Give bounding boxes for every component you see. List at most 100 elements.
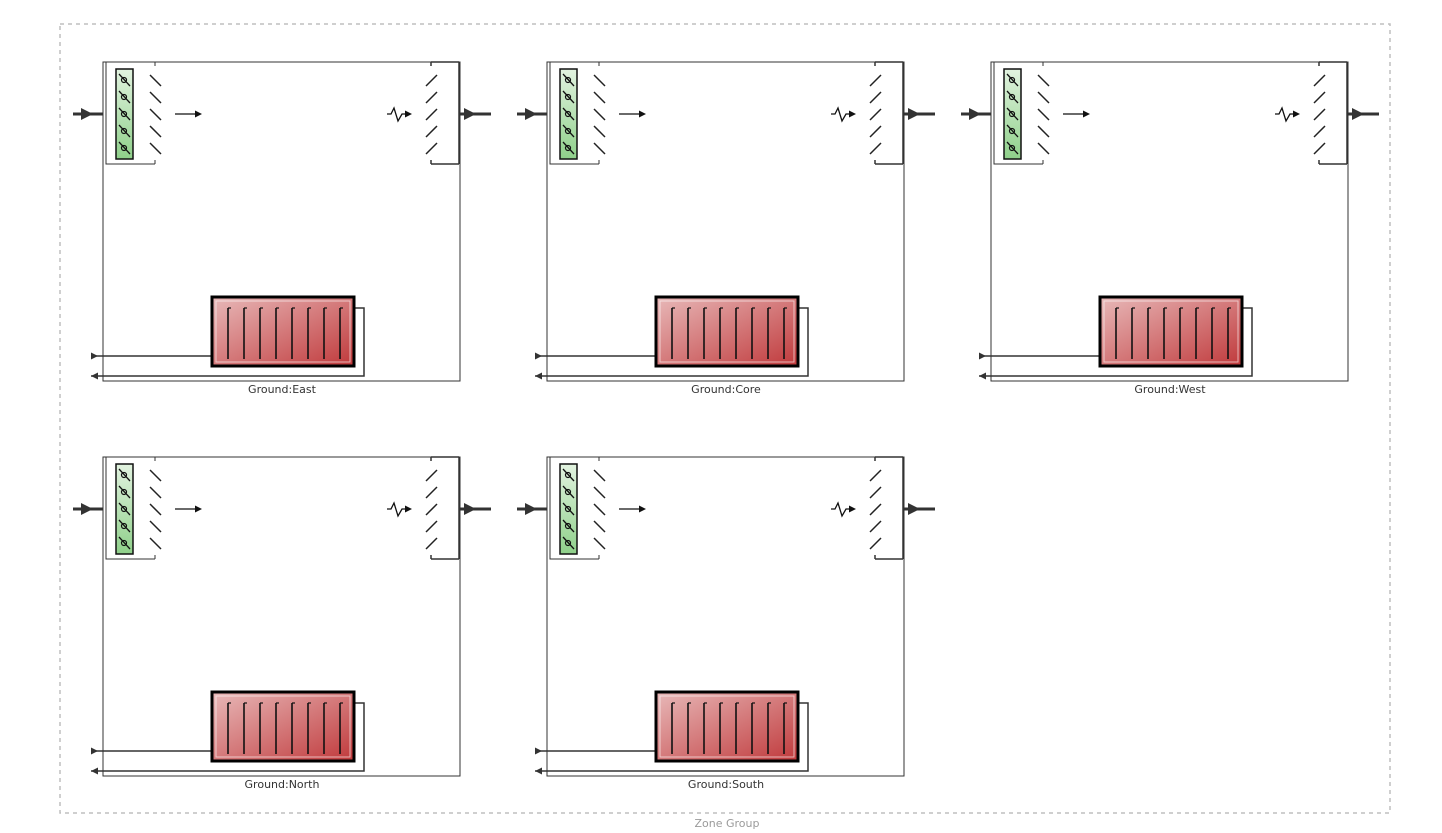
return-louver xyxy=(869,469,882,482)
supply-louver xyxy=(593,125,606,138)
return-louver xyxy=(425,74,438,87)
return-arrow-head xyxy=(405,110,412,118)
damper-blade xyxy=(118,141,131,155)
supply-inlet-arrow-icon xyxy=(525,108,537,120)
return-arrow-head xyxy=(405,505,412,513)
damper-blade xyxy=(562,73,575,87)
zone-cell[interactable]: Ground:West xyxy=(961,61,1379,396)
return-air-outlet xyxy=(831,61,935,165)
supply-air-diffuser-icon xyxy=(115,68,134,160)
return-outlet-arrow-icon xyxy=(464,503,476,515)
supply-louver xyxy=(149,486,162,499)
supply-louver xyxy=(593,91,606,104)
damper-pivot xyxy=(564,93,572,101)
damper-pivot xyxy=(120,144,128,152)
return-bracket xyxy=(430,61,460,165)
return-squiggle xyxy=(387,106,406,123)
supply-air-inlet xyxy=(73,61,202,165)
zone-boundary xyxy=(990,61,1349,382)
hot-water-return-line xyxy=(535,307,809,377)
return-squiggle xyxy=(1275,106,1294,123)
zone-cell[interactable]: Ground:East xyxy=(73,61,491,396)
return-bracket xyxy=(874,456,904,560)
supply-louver xyxy=(149,469,162,482)
damper-pivot xyxy=(1008,110,1016,118)
zone-name-label: Ground:South xyxy=(688,778,764,791)
return-bracket xyxy=(874,61,904,165)
supply-bracket xyxy=(549,456,600,560)
return-louver xyxy=(425,142,438,155)
damper-pivot xyxy=(564,127,572,135)
hot-water-return-line xyxy=(535,702,809,772)
supply-inlet-arrow-icon xyxy=(969,108,981,120)
damper-pivot xyxy=(120,539,128,547)
heater-body xyxy=(654,295,800,368)
hot-water-return-arrow-icon xyxy=(979,372,986,380)
return-louver xyxy=(1313,74,1326,87)
arrow-right-icon xyxy=(175,110,202,118)
damper-blade xyxy=(562,468,575,482)
return-louver xyxy=(869,142,882,155)
baseboard-heater-icon xyxy=(91,690,365,775)
damper-pivot xyxy=(564,76,572,84)
supply-inlet-arrow-icon xyxy=(81,108,93,120)
zone-cell[interactable]: Ground:North xyxy=(73,456,491,791)
flow-arrow-head xyxy=(195,110,202,118)
supply-louver xyxy=(149,125,162,138)
supply-louver xyxy=(1037,108,1050,121)
damper-blade xyxy=(118,124,131,138)
return-air-outlet xyxy=(831,456,935,560)
return-louver xyxy=(425,91,438,104)
supply-louver xyxy=(149,142,162,155)
supply-louver xyxy=(593,503,606,516)
damper-blade xyxy=(1006,107,1019,121)
return-air-outlet xyxy=(1275,61,1379,165)
return-louver xyxy=(425,537,438,550)
damper-blade xyxy=(118,107,131,121)
damper-pivot xyxy=(120,522,128,530)
supply-inlet-arrow-icon xyxy=(525,503,537,515)
damper-pivot xyxy=(564,471,572,479)
return-squiggle xyxy=(831,501,850,518)
heater-body xyxy=(654,690,800,763)
return-louver xyxy=(1313,142,1326,155)
flow-arrow-head xyxy=(1083,110,1090,118)
supply-louver xyxy=(593,74,606,87)
return-louver xyxy=(869,486,882,499)
zone-name-label: Ground:East xyxy=(248,383,317,396)
zone-cell[interactable]: Ground:Core xyxy=(517,61,935,396)
zone-boundary xyxy=(102,61,461,382)
return-air-squiggle-icon xyxy=(1275,106,1300,123)
supply-louver xyxy=(149,91,162,104)
supply-louver xyxy=(1037,74,1050,87)
supply-louver xyxy=(593,520,606,533)
return-squiggle xyxy=(831,106,850,123)
zone-cell[interactable]: Ground:South xyxy=(517,456,935,791)
damper-pivot xyxy=(120,127,128,135)
flow-arrow-head xyxy=(195,505,202,513)
return-air-outlet xyxy=(387,61,491,165)
return-louver xyxy=(425,469,438,482)
damper-blade xyxy=(1006,124,1019,138)
supply-louver xyxy=(593,537,606,550)
supply-louver xyxy=(593,108,606,121)
supply-bracket xyxy=(105,61,156,165)
zone-boundary xyxy=(546,456,905,777)
heater-highlight xyxy=(215,695,351,758)
damper-pivot xyxy=(1008,93,1016,101)
heater-body xyxy=(210,295,356,368)
supply-louver xyxy=(593,486,606,499)
supply-bracket xyxy=(549,61,600,165)
hot-water-supply-arrow-icon xyxy=(979,352,986,360)
damper-pivot xyxy=(564,522,572,530)
damper-blade xyxy=(118,536,131,550)
return-louver xyxy=(425,520,438,533)
damper-pivot xyxy=(120,110,128,118)
return-air-squiggle-icon xyxy=(387,501,412,518)
zone-name-label: Ground:West xyxy=(1134,383,1206,396)
flow-arrow-head xyxy=(639,110,646,118)
supply-louver xyxy=(149,108,162,121)
arrow-right-icon xyxy=(619,505,646,513)
supply-inlet-arrow-icon xyxy=(81,503,93,515)
